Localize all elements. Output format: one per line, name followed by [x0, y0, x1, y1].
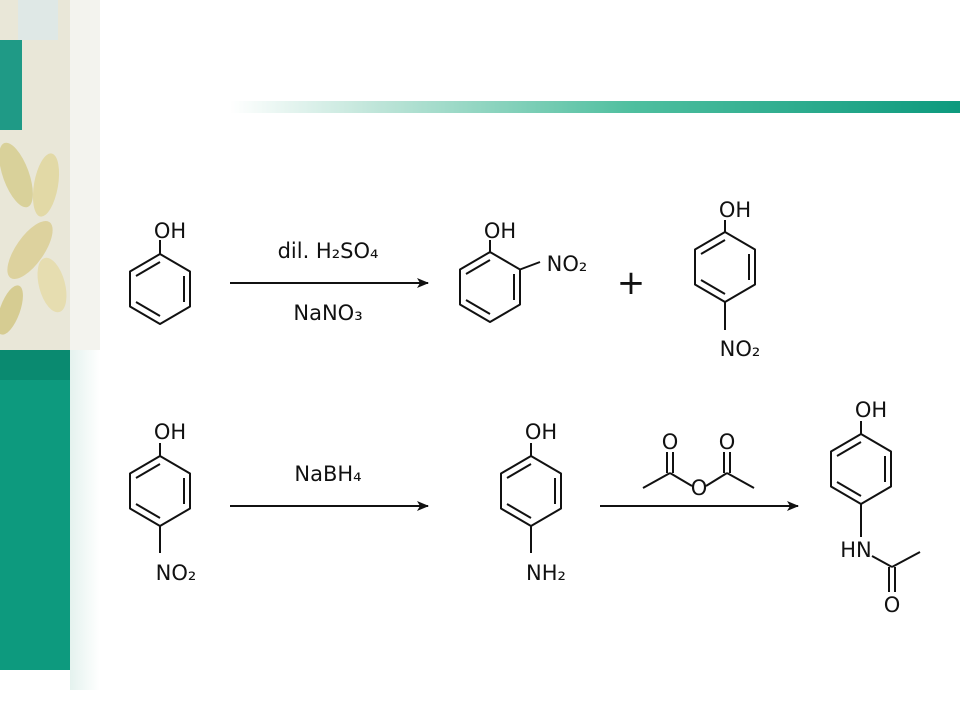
reactant2-no2-label: NO₂ [156, 561, 197, 585]
phenol-oh-label: OH [154, 219, 186, 243]
reagent-top-label: dil. H₂SO₄ [278, 239, 379, 263]
anhydride-o-right-label: O [719, 430, 736, 454]
para-no2-label: NO₂ [720, 337, 761, 361]
ortho-oh-label: OH [484, 219, 516, 243]
pills-photo [0, 0, 100, 350]
paracetamol-hn-label: HN [840, 538, 872, 562]
para-oh-label: OH [719, 198, 751, 222]
accent-stripe-top [230, 101, 960, 113]
acetic-anhydride-molecule [642, 452, 755, 489]
paracetamol-o-label: O [884, 593, 901, 617]
paracetamol-oh-label: OH [855, 398, 887, 422]
paracetamol-molecule [830, 421, 921, 592]
aminophenol-nh2-label: NH₂ [526, 561, 566, 585]
plus-sign: + [617, 263, 646, 303]
aminophenol-oh-label: OH [525, 420, 557, 444]
accent-bar-left [0, 350, 70, 670]
ortho-no2-label: NO₂ [547, 252, 588, 276]
anhydride-o-left-label: O [662, 430, 679, 454]
accent-bar-left-top [0, 350, 70, 380]
para-nitrophenol-molecule [694, 220, 756, 330]
anhydride-o-bridge-label: O [691, 476, 708, 500]
reagent-nabh4-label: NaBH₄ [294, 462, 361, 486]
phenol-molecule [129, 240, 191, 325]
reagent-bottom-label: NaNO₃ [293, 301, 362, 325]
reactant2-oh-label: OH [154, 420, 186, 444]
para-aminophenol-molecule [500, 443, 562, 553]
para-nitrophenol-reactant-molecule [129, 443, 191, 553]
ortho-nitrophenol-molecule [459, 240, 541, 323]
accent-bar-shade [70, 350, 100, 690]
